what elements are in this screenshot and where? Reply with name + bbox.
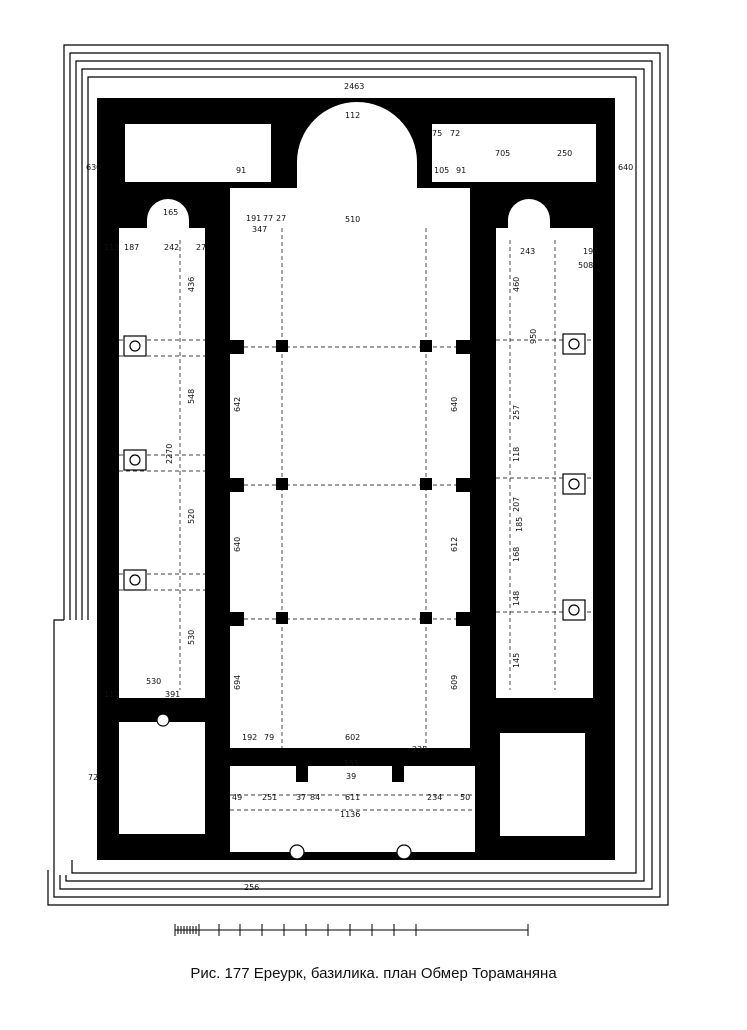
dim-ne-room-depth: 250 [557,149,572,158]
dim-right-bay-1: 460 [512,277,521,292]
dim-nave-bay-r3: 609 [450,675,459,690]
dim-left-bay-1: 436 [187,277,196,292]
dim-top-door: 112 [345,111,360,120]
dim-left-aisle-d: 27 [196,243,206,252]
dim-right-bay-9: 145 [512,653,521,668]
dim-left-bottom-a: 112 [104,690,119,699]
dim-left-bottom-width: 530 [146,677,161,686]
dim-nave-bay-r2: 612 [450,537,459,552]
dim-right-bay-2: 950 [529,329,538,344]
dim-apse-pier-c: 27 [276,214,286,223]
dim-right-bay-3: 257 [512,405,521,420]
apse-central [297,102,417,188]
dim-ne-room-b: 72 [450,129,460,138]
dim-right-aisle-b: 196 [583,247,598,256]
nave [230,188,470,748]
dim-left-bay-3: 520 [187,509,196,524]
dim-west-row-f: 234 [427,793,442,802]
dim-right-bay-6: 185 [515,517,524,532]
dim-left-aisle-b: 187 [124,243,139,252]
dim-right-bay-5: 207 [512,497,521,512]
south-aisle [496,232,593,698]
dim-nave-bay-3: 694 [233,675,242,690]
dim-west-door-b: 39 [346,772,356,781]
dim-left-aisle-a: 113 [104,243,119,252]
dim-nave-bay-r1: 640 [450,397,459,412]
scale-bar [174,924,529,936]
dim-nw-apse: 165 [163,208,178,217]
dim-left-bottom-b: 391 [165,690,180,699]
dim-ne-room-width: 705 [495,149,510,158]
dim-left-bay-2: 548 [187,389,196,404]
basilica-plan: 2463 112 75 72 705 250 105 91 630 640 91… [47,44,669,936]
apse-south [508,199,550,232]
dim-east-left-depth: 630 [86,163,101,172]
dim-apse-width: 510 [345,215,360,224]
dim-west-row-a: 49 [232,793,242,802]
dim-apse-pier-b: 77 [263,214,273,223]
column-bases [123,333,586,860]
dim-left-bay-total: 2270 [165,444,174,464]
boundary-lines [47,44,669,906]
apse-north [147,199,189,232]
dim-ne-room-a: 75 [432,129,442,138]
dim-west-total: 1136 [340,810,360,819]
dim-right-aisle-a: 243 [520,247,535,256]
dim-east-right-depth: 640 [618,163,633,172]
dim-apse-opening: 347 [252,225,267,234]
dimension-labels: 2463 112 75 72 705 250 105 91 630 640 91… [86,82,633,892]
dim-right-aisle-c: 508 [578,261,593,270]
dim-west-row-c: 37 [296,793,306,802]
rooms [119,102,596,852]
dim-nave-bay-1: 642 [233,397,242,412]
dim-nw-wall: 91 [236,166,246,175]
dim-ne-wall-a: 105 [434,166,449,175]
dim-narthex-b: 79 [264,733,274,742]
dim-west-depth: 256 [244,883,259,892]
narthex [230,766,475,832]
piers [205,340,498,782]
dim-west-row-g: 50 [460,793,470,802]
dim-apse-pier-a: 191 [246,214,261,223]
dim-left-aisle-c: 242 [164,243,179,252]
dim-west-row-e: 611 [345,793,360,802]
room-north-west [500,733,585,836]
dim-ne-wall-b: 91 [456,166,466,175]
dim-west-door: 155 [344,759,359,768]
dim-narthex-a: 192 [242,733,257,742]
dim-narthex-c: 225 [412,745,427,754]
dim-west-row-d: 84 [310,793,320,802]
room-south-east [432,124,596,182]
dim-overall-width: 2463 [344,82,364,91]
dim-right-bay-4: 118 [512,447,521,462]
figure-caption: Рис. 177 Ереурк, базилика. план Обмер То… [190,965,557,982]
dim-nave-bay-2: 640 [233,537,242,552]
dim-right-bay-8: 148 [512,591,521,606]
dim-left-bay-4: 530 [187,630,196,645]
room-south-west [119,722,205,834]
dim-narthex-width: 602 [345,733,360,742]
dim-right-bay-7: 168 [512,547,521,562]
room-north-east [125,124,271,182]
dim-west-row-b: 251 [262,793,277,802]
dim-south-left: 725 [88,773,103,782]
